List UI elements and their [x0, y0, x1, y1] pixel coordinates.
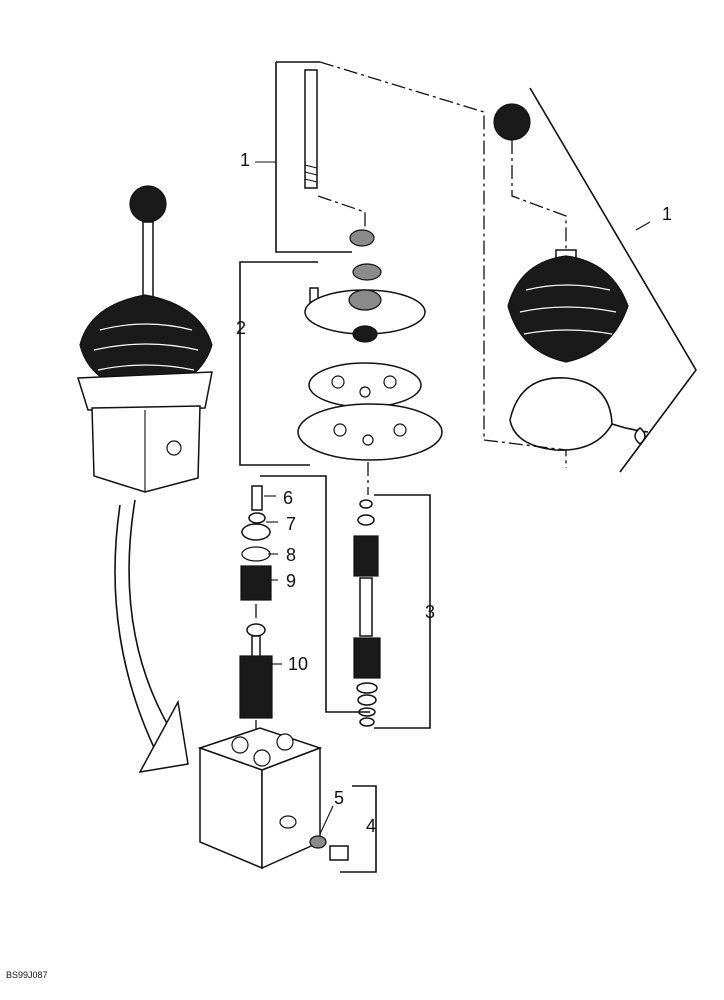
callout-4: 4 [366, 816, 376, 836]
callout-5: 5 [334, 788, 344, 808]
callout-7: 7 [286, 514, 296, 534]
valve-body [197, 727, 349, 870]
callout-8: 8 [286, 545, 296, 565]
callout-1-left: 1 [240, 150, 250, 170]
assembly-arrow [114, 499, 189, 773]
rod-assembly [304, 69, 375, 247]
joystick-boot-assembly [493, 103, 649, 451]
bracket-1-left [275, 62, 352, 253]
callout-9: 9 [286, 571, 296, 591]
callout-10: 10 [288, 654, 308, 674]
callout-3: 3 [425, 602, 435, 622]
bracket-4 [340, 785, 377, 873]
bracket-1-right [529, 87, 697, 473]
assembled-joystick [76, 185, 213, 493]
bracket-2 [239, 261, 318, 466]
bracket-3 [374, 494, 431, 729]
plate-stack [297, 263, 443, 495]
spring-stack-left [239, 485, 273, 740]
callout-2: 2 [236, 318, 246, 338]
figure-id: BS99J087 [6, 970, 48, 980]
callout-1-right: 1 [662, 204, 672, 224]
callout-6: 6 [283, 488, 293, 508]
spring-stack-3 [353, 499, 381, 727]
